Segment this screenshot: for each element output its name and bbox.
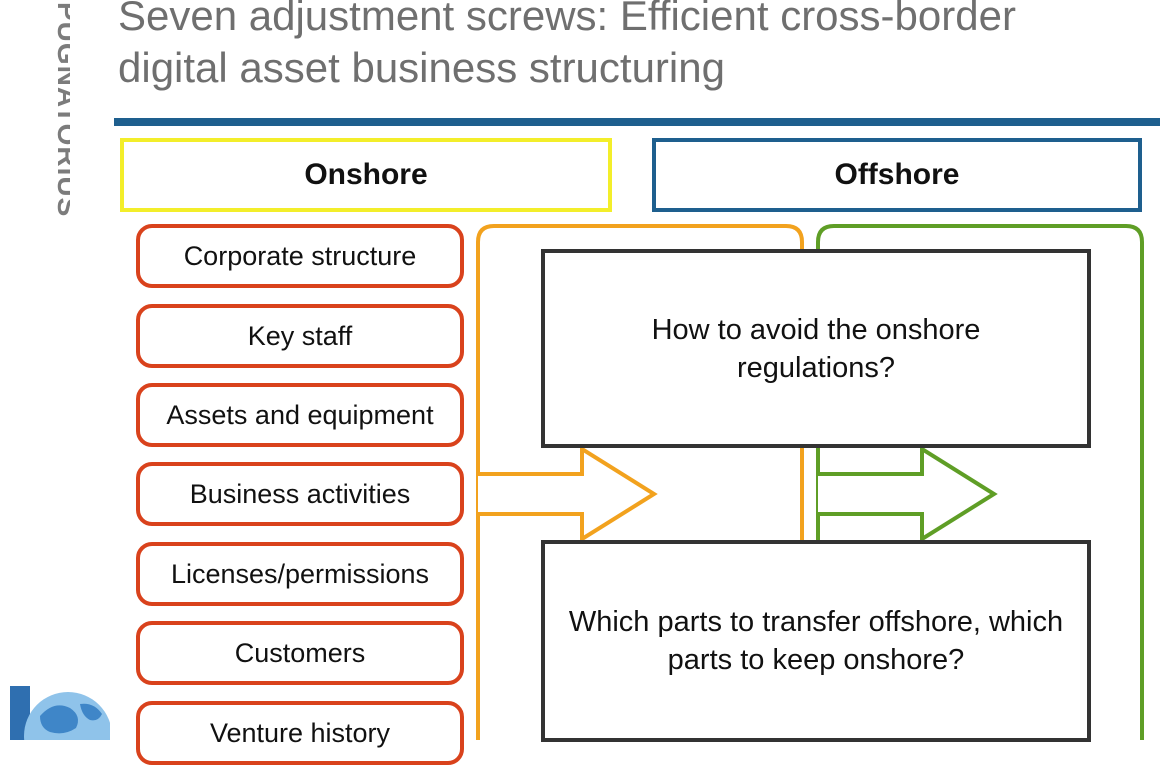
globe-icon: [10, 686, 110, 740]
question-text: How to avoid the onshore regulations?: [651, 313, 981, 384]
offshore-frame: [816, 224, 1144, 740]
arrow-right-icon: [478, 445, 658, 543]
title-rule: [114, 118, 1160, 126]
brand-wordmark: PUGNATORIUS: [30, 0, 70, 322]
onshore-header: Onshore: [120, 138, 612, 212]
offshore-header: Offshore: [652, 138, 1142, 212]
question-box-regulations: How to avoid the onshore regulations?: [541, 249, 1091, 448]
screw-business-activities: Business activities: [136, 462, 464, 526]
flow-frames: [476, 224, 1144, 740]
screw-corporate-structure: Corporate structure: [136, 224, 464, 288]
screw-key-staff: Key staff: [136, 304, 464, 368]
arrow-right-icon: [818, 445, 998, 543]
page-title: Seven adjustment screws: Efficient cross…: [118, 0, 1016, 91]
question-text: Which parts to transfer offshore, which …: [568, 606, 1064, 676]
screw-assets-equipment: Assets and equipment: [136, 383, 464, 447]
onshore-frame: [476, 224, 804, 740]
screw-licenses: Licenses/permissions: [136, 542, 464, 606]
screw-venture-history: Venture history: [136, 701, 464, 765]
brand-wordmark-text: PUGNATORIUS: [52, 2, 70, 217]
question-box-transfer: Which parts to transfer offshore, which …: [541, 540, 1091, 742]
screw-customers: Customers: [136, 621, 464, 685]
